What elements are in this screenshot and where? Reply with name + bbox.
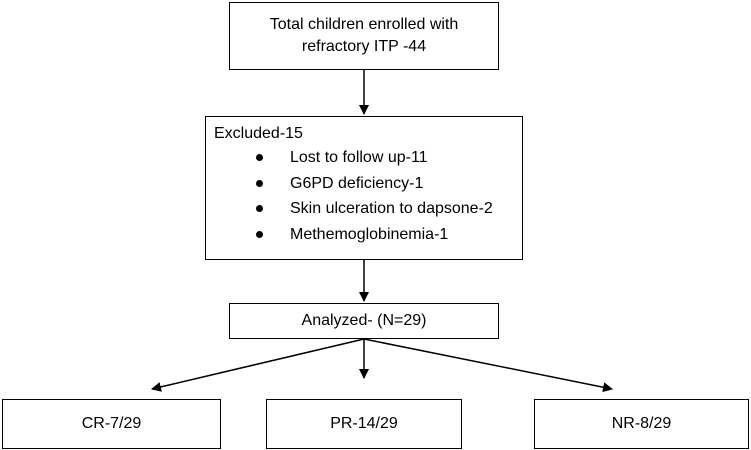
partial-response-label: PR-14/29 bbox=[330, 415, 398, 432]
analyzed-box: Analyzed- (N=29) bbox=[229, 303, 499, 339]
arrow-analyzed-to-nr bbox=[363, 338, 613, 393]
arrow-analyzed-to-cr bbox=[151, 338, 365, 392]
excluded-title: Excluded-15 bbox=[214, 125, 303, 142]
total-enrolled-box: Total children enrolled with refractory … bbox=[229, 2, 499, 70]
complete-response-box: CR-7/29 bbox=[2, 399, 221, 449]
excluded-box: Excluded-15 Lost to follow up-11 G6PD de… bbox=[205, 116, 523, 260]
excluded-reason-label: Lost to follow up-11 bbox=[290, 149, 428, 166]
excluded-reason-label: Skin ulceration to dapsone-2 bbox=[290, 200, 493, 217]
excluded-reason-item: G6PD deficiency-1 bbox=[214, 171, 522, 197]
excluded-reason-item: Methemoglobinemia-1 bbox=[214, 222, 522, 248]
excluded-reasons-list: Lost to follow up-11 G6PD deficiency-1 S… bbox=[214, 145, 522, 247]
no-response-box: NR-8/29 bbox=[534, 399, 749, 449]
complete-response-label: CR-7/29 bbox=[81, 415, 142, 432]
analyzed-label: Analyzed- (N=29) bbox=[301, 312, 427, 329]
bullet-icon bbox=[256, 179, 263, 187]
partial-response-box: PR-14/29 bbox=[266, 399, 462, 449]
total-enrolled-line1: Total children enrolled with bbox=[269, 16, 459, 33]
no-response-label: NR-8/29 bbox=[611, 415, 672, 432]
bullet-icon bbox=[256, 205, 263, 213]
bullet-icon bbox=[256, 154, 263, 162]
excluded-reason-label: Methemoglobinemia-1 bbox=[290, 225, 449, 243]
excluded-reason-item: Lost to follow up-11 bbox=[214, 145, 522, 171]
excluded-reason-item: Skin ulceration to dapsone-2 bbox=[214, 196, 522, 222]
total-enrolled-line2: refractory ITP -44 bbox=[301, 38, 427, 55]
excluded-reason-label: G6PD deficiency-1 bbox=[290, 174, 424, 192]
bullet-icon bbox=[256, 230, 263, 238]
